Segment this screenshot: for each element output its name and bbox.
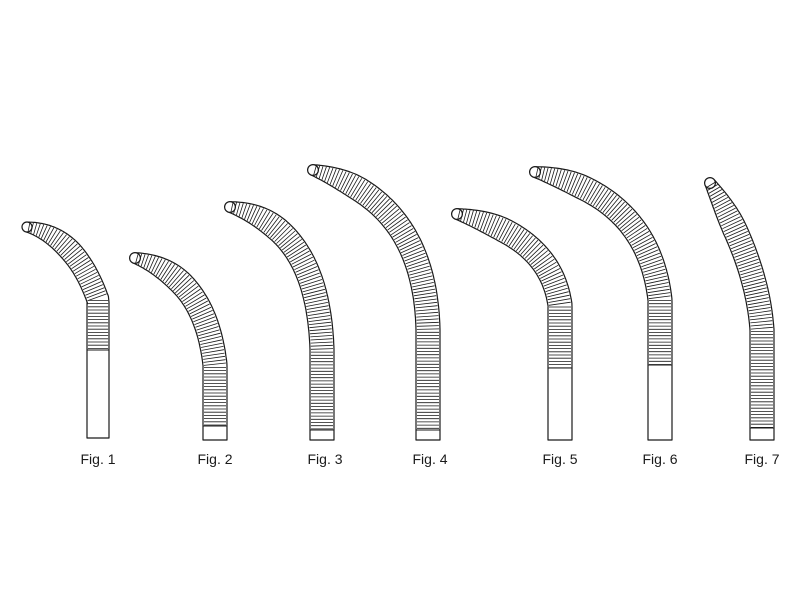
jaw-tip xyxy=(528,166,541,179)
jaw-outline xyxy=(311,164,441,441)
jaw-serrations xyxy=(457,209,571,369)
fig-2-jaw xyxy=(129,252,228,441)
fig-7-label: Fig. 7 xyxy=(744,451,780,467)
jaw-serrations xyxy=(135,253,226,426)
jaw-tip xyxy=(21,221,33,233)
fig-3-label: Fig. 3 xyxy=(307,451,343,467)
jaw-serrations xyxy=(230,202,334,430)
jaw-serrations xyxy=(313,165,440,429)
jaw-serrations xyxy=(706,181,773,428)
fig-6-jaw xyxy=(528,166,673,441)
jaw-outline xyxy=(25,221,110,439)
jaw-tip xyxy=(451,208,464,221)
jaw-outline xyxy=(228,201,335,441)
jaw-outline xyxy=(704,179,775,441)
jaw-tip xyxy=(129,252,142,265)
jaw-outline xyxy=(455,208,573,441)
fig-2-label: Fig. 2 xyxy=(197,451,233,467)
fig-3-jaw xyxy=(224,201,335,441)
fig-6-label: Fig. 6 xyxy=(642,451,678,467)
jaw-serrations xyxy=(27,222,109,349)
fig-1-jaw xyxy=(21,221,110,439)
fig-4-label: Fig. 4 xyxy=(412,451,448,467)
fig-7-jaw xyxy=(703,177,775,441)
jaw-tip xyxy=(307,164,320,177)
fig-5-jaw xyxy=(451,208,573,441)
jaw-serrations xyxy=(535,167,671,365)
fig-1-label: Fig. 1 xyxy=(80,451,116,467)
fig-4-jaw xyxy=(307,164,441,441)
jaw-tip xyxy=(703,177,716,190)
fig-5-label: Fig. 5 xyxy=(542,451,578,467)
jaw-tip xyxy=(224,201,237,214)
